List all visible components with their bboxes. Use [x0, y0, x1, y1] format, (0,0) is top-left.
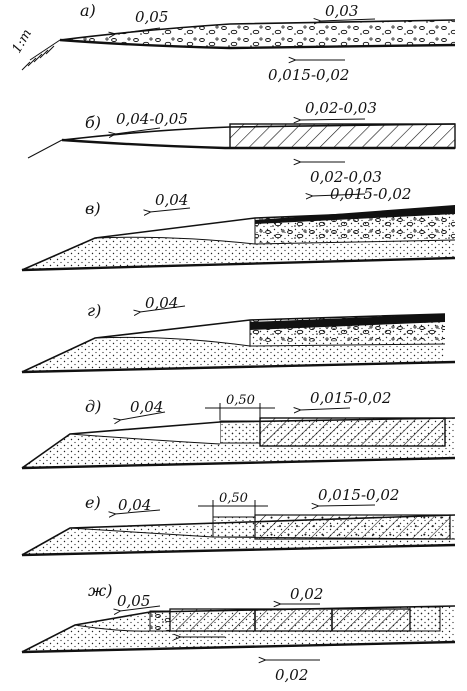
panel-g-slope-left: 0,04: [145, 294, 178, 312]
panel-d-ground-line: [21, 456, 456, 470]
panel-e-slope-left: 0,04: [118, 496, 151, 514]
panel-d-arrow-right: [300, 408, 351, 410]
panel-b-letter: б): [85, 113, 101, 132]
panel-v-slope-right: 0,015-0,02: [330, 185, 411, 203]
panel-a-letter: а): [80, 1, 96, 20]
panel-a-slope-ground-hatch: [21, 45, 55, 71]
panel-e-edge-strip: [212, 516, 256, 538]
panel-zh-arrow-left: [120, 605, 161, 611]
panel-a-base-line: [59, 38, 456, 50]
panel-zh-slope-bottom: 0,02: [275, 666, 308, 684]
panel-d-dim-value: 0,50: [226, 393, 255, 408]
panel-g-arrow-left: [140, 305, 186, 312]
panel-a-slope-left: 0,05: [135, 8, 168, 26]
panel-e-slope-right: 0,015-0,02: [318, 486, 399, 504]
panel-g-letter: г): [87, 301, 101, 320]
panel-e-base-line: [69, 527, 456, 540]
panel-v-slope-left: 0,04: [155, 191, 188, 209]
panel-a-slope-bottom: 0,015-0,02: [268, 66, 349, 84]
panel-g: г) 0,04: [21, 294, 456, 374]
panel-b-slope-left: 0,04-0,05: [116, 110, 188, 128]
panel-d-arrow-left: [120, 411, 166, 420]
panel-e-letter: е): [85, 493, 101, 512]
panel-a-arrow-right: [320, 19, 376, 21]
panel-a-slope-ratio: 1:m: [9, 27, 34, 56]
panel-b-surface-line: [61, 123, 456, 141]
panel-d-letter: д): [85, 397, 101, 416]
panel-zh-surface-line: [21, 605, 456, 653]
panel-v-ground-line: [21, 256, 456, 272]
panel-b-arrow-left: [115, 127, 161, 134]
panel-e: е) 0,50 0,04 0,015-0,02: [21, 486, 456, 557]
panel-zh-letter: ж): [88, 581, 112, 600]
panel-zh: ж) 0,05 0,02 0,02: [21, 581, 456, 684]
panel-g-base-line: [94, 336, 446, 347]
panel-d-slope-left: 0,04: [130, 398, 163, 416]
panel-b-slope-right: 0,02-0,03: [305, 99, 377, 117]
panel-e-ground-line: [21, 543, 456, 557]
panel-g-ground-line: [21, 360, 456, 374]
panel-a-gravel-layer: [60, 20, 455, 48]
panel-b-base-line: [61, 138, 455, 150]
panel-zh-right-edge-strip: [409, 606, 441, 632]
panel-e-arrow-right: [318, 505, 376, 506]
panel-v-arrow-right: [312, 194, 366, 196]
panel-a-arrow-left: [115, 27, 161, 34]
panel-zh-ground-line: [21, 640, 456, 654]
panel-v-shoulder: [95, 218, 255, 244]
panel-zh-slope-left: 0,05: [117, 592, 150, 610]
panel-a-slope-right: 0,03: [325, 2, 358, 20]
panel-d-shoulder: [70, 422, 220, 444]
panel-b: б) 0,04-0,05 0,02-0,03 0,02-0,03: [27, 99, 456, 186]
panel-v: в) 0,04 0,015-0,02: [21, 185, 456, 272]
panel-e-arrow-left: [115, 509, 161, 514]
panel-d-surface-line: [21, 417, 456, 469]
panel-a: а) 1:m 0,05 0,03 0,015-0,02: [9, 1, 456, 84]
panel-a-embankment-slope: [29, 39, 61, 61]
panel-g-asphalt-layer: [250, 314, 445, 330]
panel-d-pavement-slab: [259, 417, 446, 447]
panel-v-arrow-left: [150, 207, 191, 212]
panel-d: д) 0,50 0,04 0,015-0,02: [21, 389, 456, 470]
panel-v-letter: в): [85, 199, 101, 218]
panel-zh-left-edge-strip: [149, 610, 171, 632]
panel-zh-base-line: [74, 624, 440, 632]
panel-b-pavement-slab: [229, 123, 456, 149]
panel-d-slope-right: 0,015-0,02: [310, 389, 391, 407]
panel-v-base-line: [94, 236, 456, 245]
panel-b-arrow-right: [300, 119, 366, 120]
panel-e-dim-value: 0,50: [219, 491, 248, 506]
panel-v-surface-line: [21, 209, 456, 271]
panel-zh-pavement-slab: [169, 608, 411, 632]
panel-g-surface-line: [21, 313, 446, 373]
panel-d-base-line: [69, 433, 221, 445]
panel-d-edge-strip: [219, 420, 261, 444]
panel-g-shoulder: [95, 320, 250, 346]
panel-zh-slope-right: 0,02: [290, 585, 323, 603]
panel-a-surface-line: [59, 19, 456, 41]
panel-b-slope-bottom: 0,02-0,03: [310, 168, 382, 186]
panel-b-embankment-slope: [27, 139, 63, 159]
